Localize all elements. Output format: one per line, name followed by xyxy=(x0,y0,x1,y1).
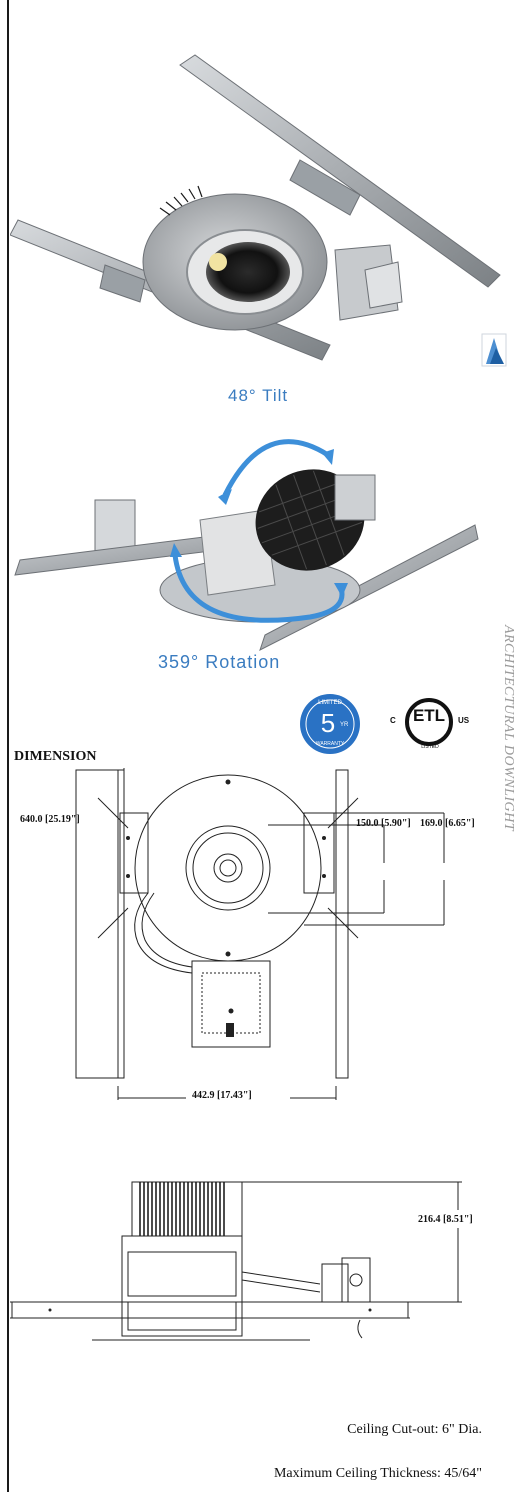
left-border-rule xyxy=(7,0,9,1492)
etl-right: US xyxy=(458,716,470,725)
etl-left: C xyxy=(390,716,396,725)
side-view-dimension-drawing xyxy=(10,1181,462,1341)
warranty-unit: YR xyxy=(340,722,349,728)
tilt-label: 48° Tilt xyxy=(228,386,289,405)
etl-listed-badge xyxy=(405,698,453,746)
side-title: ARCHITECTURAL DOWNLIGHT xyxy=(498,588,518,868)
dim-side-height-label: 216.4 [8.51"] xyxy=(418,1214,473,1225)
tilt-rotation-render-image xyxy=(14,439,479,651)
ceiling-cutout-spec: Ceiling Cut-out: 6" Dia. xyxy=(347,1422,482,1437)
warranty-top-text: LIMITED xyxy=(318,700,342,706)
top-view-dimension-drawing xyxy=(75,768,445,1100)
warranty-badge xyxy=(300,694,360,754)
warranty-bottom-text: WARRANTY xyxy=(315,741,345,747)
rotation-label: 359° Rotation xyxy=(158,652,281,672)
dim-150-label: 150.0 [5.90"] xyxy=(356,818,411,829)
side-title-text: ARCHITECTURAL DOWNLIGHT xyxy=(501,624,516,832)
fixture-render-image xyxy=(10,54,501,361)
dim-169-label: 169.0 [6.65"] xyxy=(420,818,475,829)
etl-bottom: LISTED xyxy=(421,744,439,750)
dimension-heading: DIMENSION xyxy=(14,749,97,764)
dim-height-label: 640.0 [25.19"] xyxy=(20,814,80,825)
dim-width-label: 442.9 [17.43"] xyxy=(192,1090,252,1101)
brand-logo xyxy=(481,333,507,367)
etl-mark: ETL xyxy=(412,706,446,725)
warranty-number: 5 xyxy=(320,708,336,738)
ceiling-thickness-spec: Maximum Ceiling Thickness: 45/64" xyxy=(273,1466,482,1481)
